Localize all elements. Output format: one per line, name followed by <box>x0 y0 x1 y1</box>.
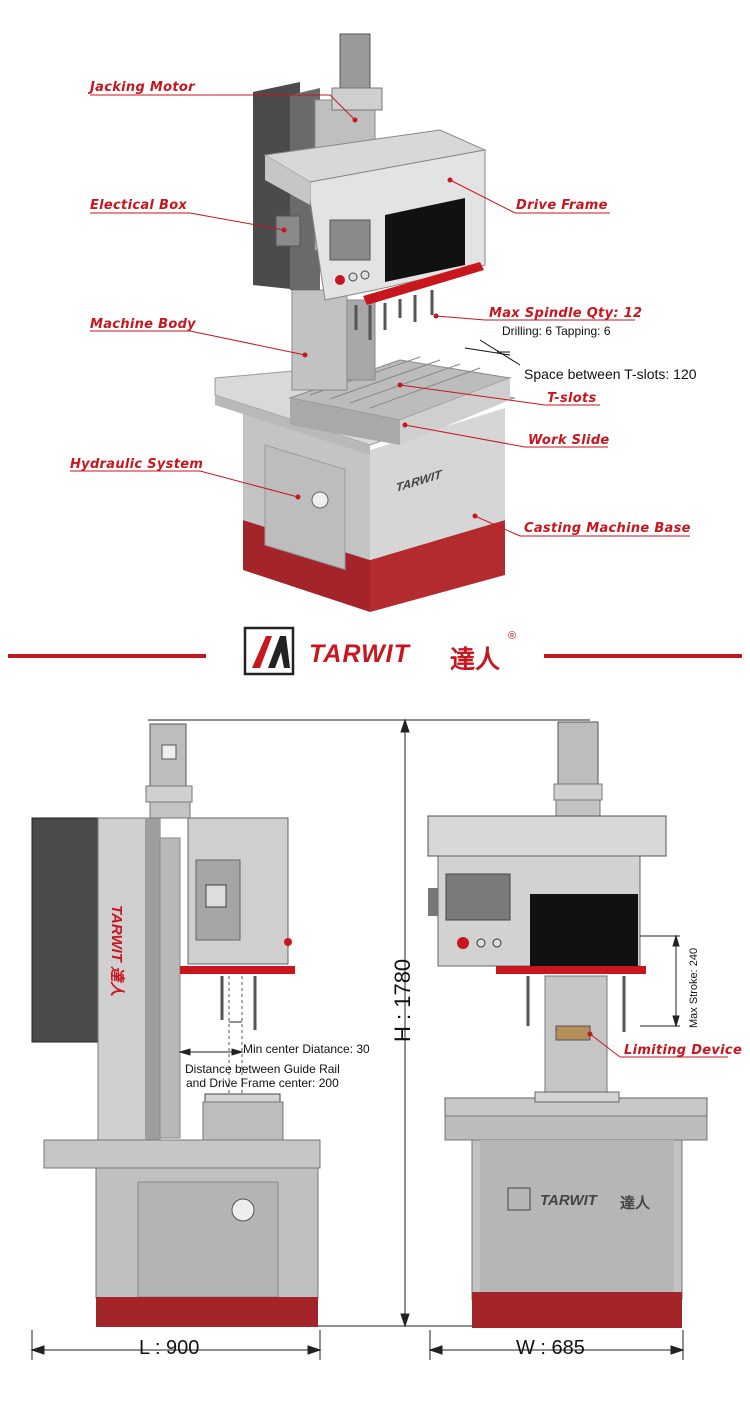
base-right-face <box>370 408 505 560</box>
side-red-plate <box>180 966 295 974</box>
guide-rail-label-line1: Distance between Guide Rail <box>185 1062 340 1076</box>
front-red-plate <box>496 966 646 974</box>
registered-mark: ® <box>508 630 517 642</box>
front-base-brand: TARWIT <box>540 1192 597 1209</box>
label-tslots: T-slots <box>547 391 597 406</box>
front-window <box>530 894 638 966</box>
front-screen <box>445 873 511 921</box>
min-center-label: Min center Diatance: 30 <box>243 1042 370 1056</box>
length-dimension: L : 900 <box>139 1337 200 1359</box>
label-jacking-motor: Jacking Motor <box>90 80 195 95</box>
machine-3d-illustration <box>70 33 690 612</box>
brand-chinese: 達人 <box>450 646 501 674</box>
side-base-red <box>96 1297 318 1327</box>
width-dimension: W : 685 <box>516 1337 585 1359</box>
front-base-brand-cn: 達人 <box>620 1195 651 1212</box>
jacking-motor <box>339 33 371 95</box>
front-drive-head <box>427 815 667 857</box>
height-dimension: H : 1780 <box>390 958 415 1042</box>
drive-frame-left <box>265 155 310 205</box>
hydraulic-gauge <box>311 491 329 509</box>
side-cabinet <box>31 817 101 1043</box>
label-hydraulic-system: Hydraulic System <box>70 457 204 472</box>
max-stroke-label: Max Stroke: 240 <box>688 947 700 1028</box>
spindles <box>354 290 434 340</box>
control-screen <box>329 219 371 261</box>
label-casting-base: Casting Machine Base <box>524 521 691 536</box>
guide-rail-label: Distance between Guide Rail and Drive Fr… <box>185 1062 340 1090</box>
label-machine-body: Machine Body <box>90 317 196 332</box>
label-max-spindle: Max Spindle Qty: 12 <box>489 306 643 321</box>
label-electrical-box: Electical Box <box>90 198 188 213</box>
brand-divider <box>8 626 742 676</box>
brand-name: TARWIT <box>309 640 410 668</box>
electrical-box <box>275 215 301 247</box>
front-base-red <box>472 1292 682 1328</box>
side-base-top <box>43 1139 321 1169</box>
side-gauge <box>231 1198 255 1222</box>
base-door <box>264 444 346 571</box>
front-motor <box>557 721 599 785</box>
label-drive-frame: Drive Frame <box>516 198 608 213</box>
front-logo-box <box>507 1187 531 1211</box>
label-tslot-space: Space between T-slots: 120 <box>524 366 697 382</box>
limiting-device-label: Limiting Device <box>624 1043 743 1058</box>
limiting-device <box>555 1025 591 1041</box>
spindle-plate <box>363 262 484 305</box>
label-drilling-tapping: Drilling: 6 Tapping: 6 <box>502 324 611 338</box>
label-work-slide: Work Slide <box>528 433 610 448</box>
work-slide-right <box>400 378 510 445</box>
side-body-brand: TARWIT 達人 <box>108 905 125 997</box>
guide-rail-label-line2: and Drive Frame center: 200 <box>186 1076 339 1090</box>
drive-frame-window <box>385 198 465 282</box>
base-red-band-right <box>370 520 505 612</box>
work-slide-front <box>290 398 400 445</box>
